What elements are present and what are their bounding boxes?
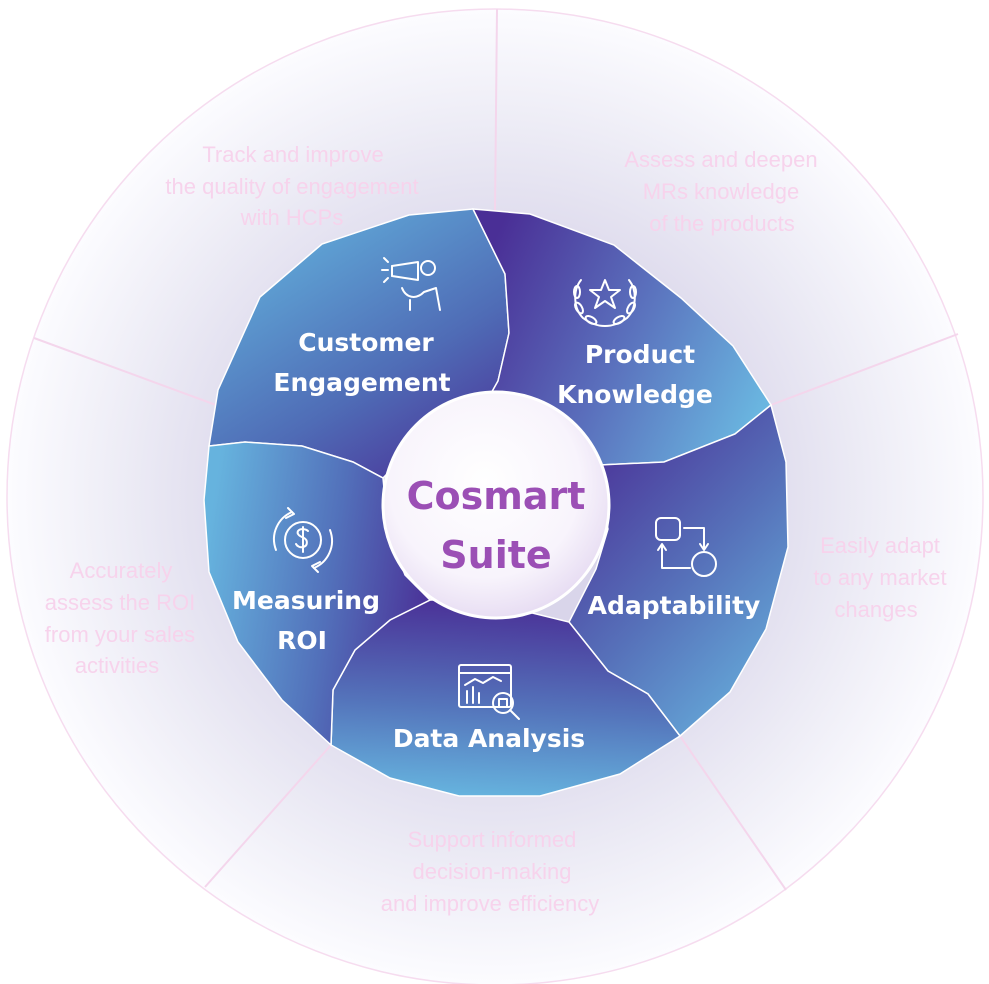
outer-divider bbox=[770, 333, 959, 406]
segment-title-measuring-roi-2: ROI bbox=[277, 626, 327, 655]
workflow-icon bbox=[655, 517, 717, 577]
outer-note-line: to any market bbox=[813, 565, 946, 590]
outer-note-line: Assess and deepen bbox=[624, 147, 817, 172]
segment-title-adaptability: Adaptability bbox=[588, 591, 761, 620]
outer-note-line: activities bbox=[75, 653, 159, 678]
center-title-line1: Cosmart bbox=[407, 474, 586, 518]
outer-note-data-analysis: Support informed decision-making and imp… bbox=[381, 827, 600, 916]
chart-magnifier-icon bbox=[458, 664, 520, 720]
outer-divider bbox=[679, 735, 787, 891]
outer-note-line: the quality of engagement bbox=[165, 174, 418, 199]
outer-note-line: changes bbox=[834, 597, 917, 622]
outer-divider bbox=[33, 337, 217, 406]
outer-note-line: of the products bbox=[649, 211, 795, 236]
segment-title-data-analysis: Data Analysis bbox=[393, 724, 585, 753]
outer-divider bbox=[204, 744, 332, 888]
outer-note-engagement: Track and improve the quality of engagem… bbox=[165, 142, 418, 230]
outer-note-roi: Accurately assess the ROI from your sale… bbox=[45, 558, 195, 678]
outer-note-line: Track and improve bbox=[202, 142, 383, 167]
segment-measuring-roi bbox=[203, 441, 432, 747]
megaphone-icon bbox=[381, 257, 441, 311]
outer-note-line: assess the ROI bbox=[45, 590, 195, 615]
outer-note-line: decision-making bbox=[413, 859, 572, 884]
outer-note-line: with HCPs bbox=[240, 205, 344, 230]
segment-title-product-knowledge-1: Product bbox=[585, 340, 695, 369]
outer-note-line: Easily adapt bbox=[820, 533, 940, 558]
center-title-line2: Suite bbox=[440, 533, 551, 577]
outer-note-adaptability: Easily adapt to any market changes bbox=[813, 533, 946, 622]
outer-note-knowledge: Assess and deepen MRs knowledge of the p… bbox=[624, 147, 817, 236]
outer-note-line: MRs knowledge bbox=[643, 179, 800, 204]
outer-note-line: Support informed bbox=[408, 827, 577, 852]
outer-divider bbox=[494, 8, 498, 213]
segment-title-customer-engagement-1: Customer bbox=[298, 328, 434, 357]
outer-note-line: and improve efficiency bbox=[381, 891, 600, 916]
segment-title-product-knowledge-2: Knowledge bbox=[557, 380, 713, 409]
segment-title-customer-engagement-2: Engagement bbox=[273, 368, 450, 397]
laurel-star-icon bbox=[573, 279, 637, 327]
outer-note-line: Accurately bbox=[70, 558, 173, 583]
outer-note-line: from your sales bbox=[45, 622, 195, 647]
center-circle bbox=[381, 390, 611, 620]
dollar-cycle-icon bbox=[273, 507, 333, 573]
segment-title-measuring-roi-1: Measuring bbox=[232, 586, 380, 615]
outer-dividers bbox=[33, 8, 959, 891]
